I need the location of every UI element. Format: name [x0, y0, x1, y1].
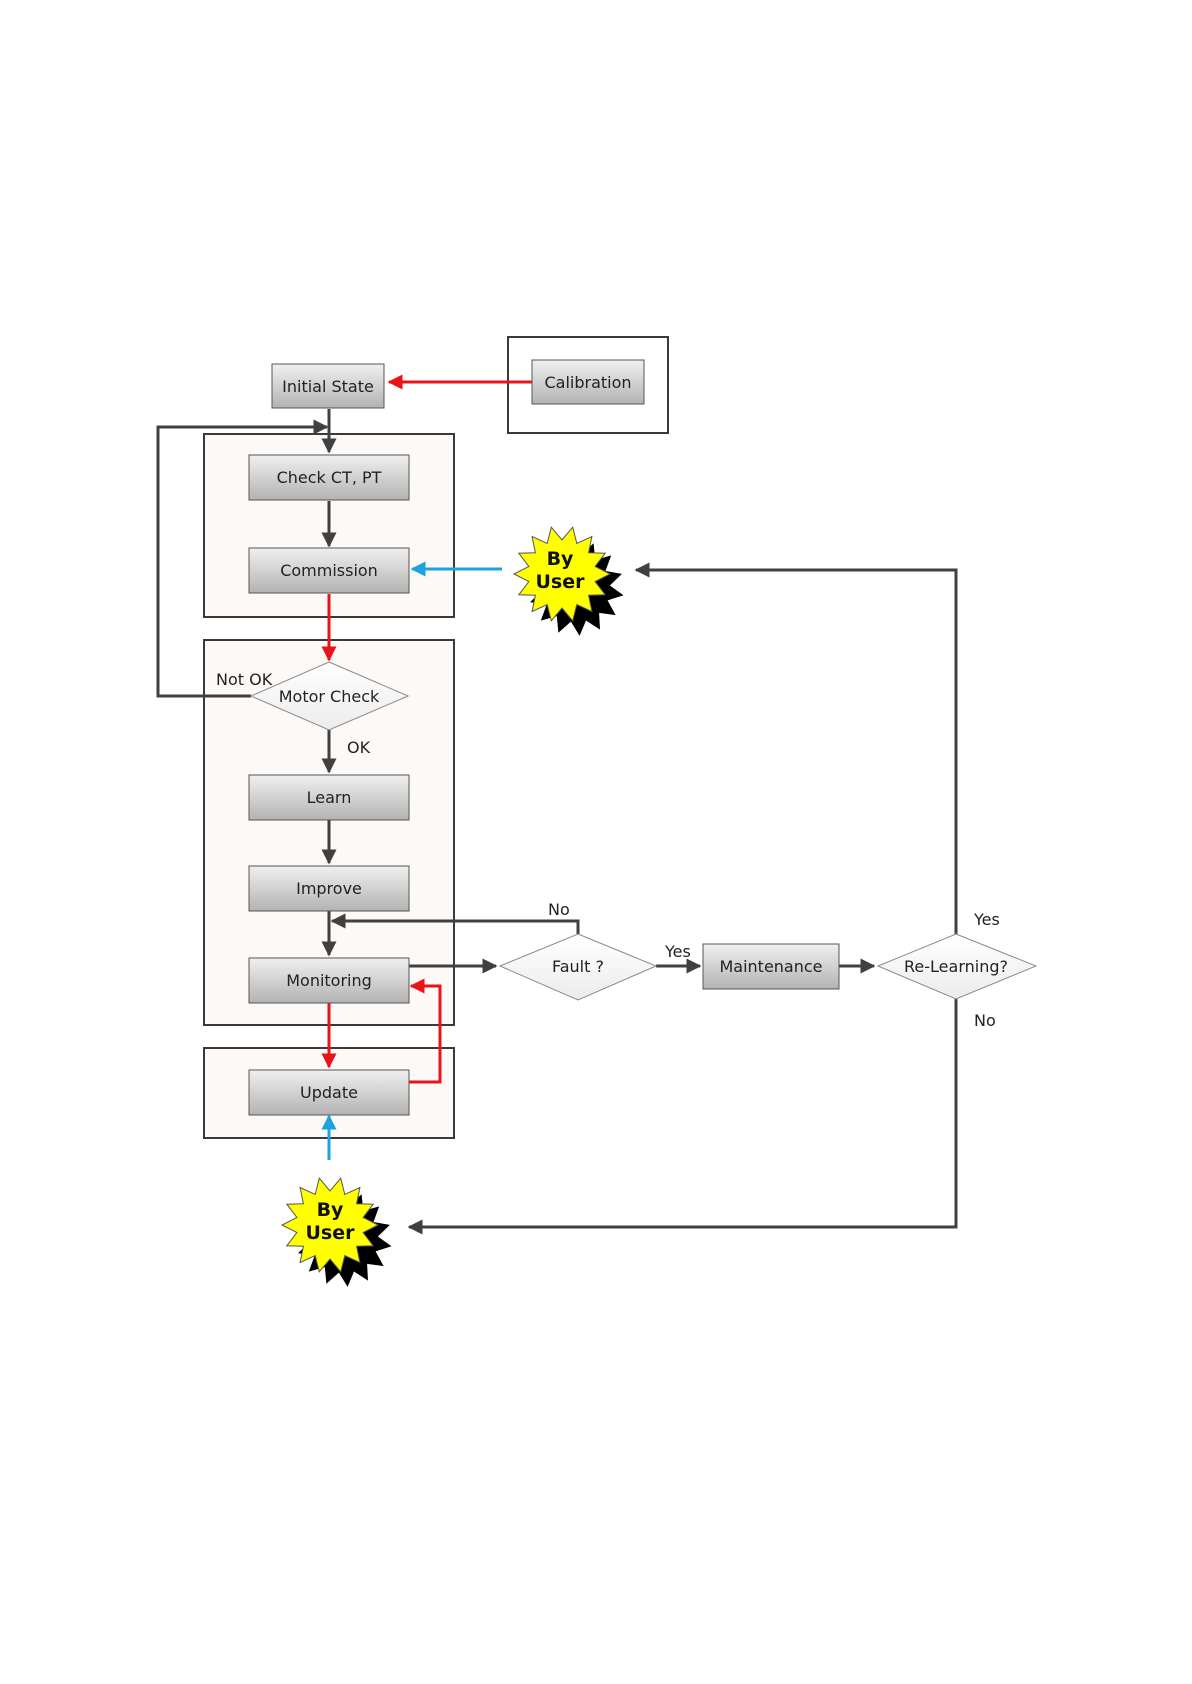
burst-top-line2: User	[536, 571, 586, 593]
node-improve-label: Improve	[296, 879, 362, 898]
node-commission[interactable]: Commission	[249, 548, 409, 593]
node-update-label: Update	[300, 1083, 358, 1102]
node-improve[interactable]: Improve	[249, 866, 409, 911]
label-fault-no: No	[548, 900, 570, 919]
label-relearn-yes: Yes	[973, 910, 1000, 929]
node-check-ct-pt[interactable]: Check CT, PT	[249, 455, 409, 500]
node-calibration-label: Calibration	[544, 373, 631, 392]
node-maintenance[interactable]: Maintenance	[703, 944, 839, 989]
node-initial-state-label: Initial State	[282, 377, 374, 396]
by-user-burst-top[interactable]: By User	[514, 527, 624, 636]
burst-top-line1: By	[547, 548, 574, 570]
node-check-ct-pt-label: Check CT, PT	[277, 468, 382, 487]
node-monitoring[interactable]: Monitoring	[249, 958, 409, 1003]
node-learn[interactable]: Learn	[249, 775, 409, 820]
node-motor-check-label: Motor Check	[279, 687, 380, 706]
node-relearning-label: Re-Learning?	[904, 957, 1008, 976]
by-user-burst-bottom[interactable]: By User	[282, 1178, 392, 1287]
label-ok: OK	[347, 738, 371, 757]
node-maintenance-label: Maintenance	[719, 957, 822, 976]
label-fault-yes: Yes	[664, 942, 691, 961]
node-fault-label: Fault ?	[552, 957, 604, 976]
node-commission-label: Commission	[280, 561, 378, 580]
node-fault[interactable]: Fault ?	[500, 934, 656, 1000]
burst-bottom-line1: By	[317, 1199, 344, 1221]
edge-relearning-yes	[636, 570, 956, 934]
node-relearning[interactable]: Re-Learning?	[878, 934, 1036, 999]
label-not-ok: Not OK	[216, 670, 273, 689]
edge-relearning-no	[409, 999, 956, 1227]
node-calibration[interactable]: Calibration	[532, 360, 644, 404]
node-initial-state[interactable]: Initial State	[272, 364, 384, 408]
label-relearn-no: No	[974, 1011, 996, 1030]
node-monitoring-label: Monitoring	[286, 971, 372, 990]
burst-bottom-line2: User	[306, 1222, 356, 1244]
node-learn-label: Learn	[307, 788, 352, 807]
node-update[interactable]: Update	[249, 1070, 409, 1115]
